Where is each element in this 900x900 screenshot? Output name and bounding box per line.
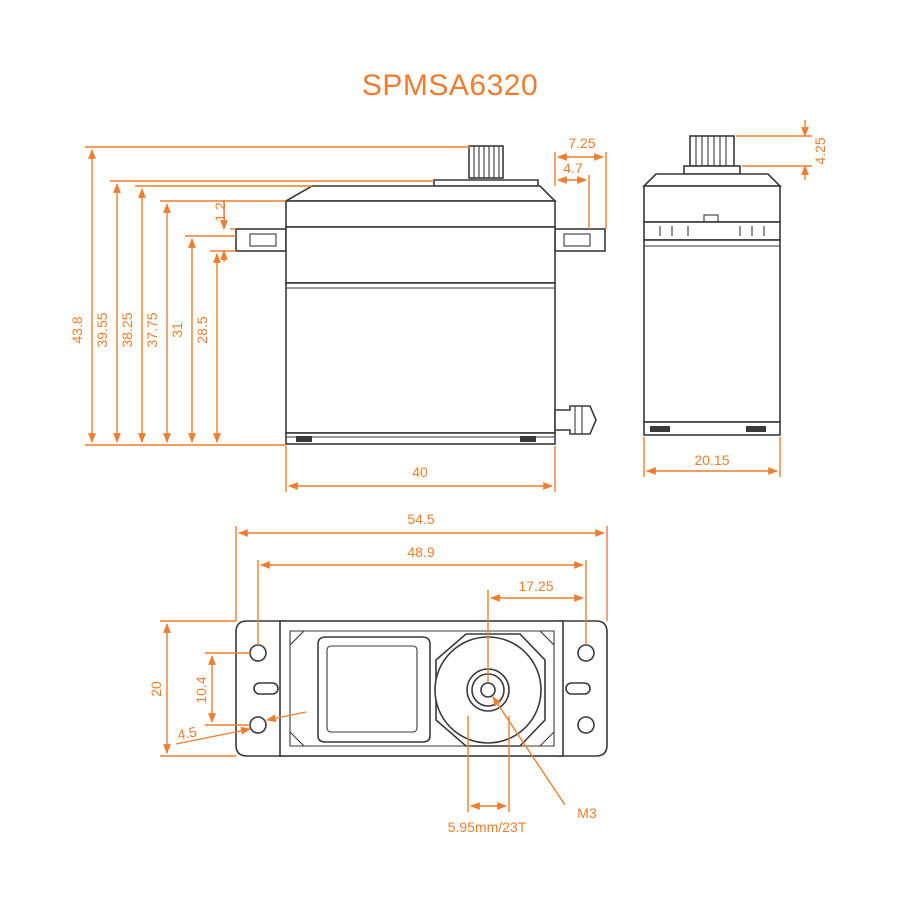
dim-screw-m3: M3: [577, 805, 597, 821]
dim-height-37-75: 37.75: [144, 312, 160, 347]
dim-end-width-20-15: 20.15: [694, 452, 729, 468]
model-title: SPMSA6320: [362, 69, 538, 102]
dim-height-39-55: 39.55: [94, 312, 110, 347]
dim-horn-offset-7-25: 7.25: [568, 135, 595, 151]
end-view-spline-height-dimension: 4.25: [736, 120, 828, 180]
top-view-length-dimensions: 54.5 48.9 17.25: [235, 511, 608, 682]
top-view-spline-callouts: 5.95mm/23T M3: [448, 696, 597, 835]
dim-hole-spacing-48-9: 48.9: [407, 544, 434, 560]
end-view-servo-outline: [642, 135, 782, 436]
dim-height-31: 31: [169, 322, 185, 338]
top-view-width-dimensions: 20 10.4 4.5: [148, 620, 307, 757]
dim-tab-thickness: 1.2: [212, 202, 228, 222]
dim-width-20: 20: [148, 681, 164, 697]
end-view: 20.15 4.25: [642, 120, 828, 477]
side-view-horn-offset-dimensions: 7.25 4.7: [554, 135, 607, 229]
top-view: 54.5 48.9 17.25 20 10.4 4.5: [148, 511, 608, 835]
output-spline-side: [468, 145, 504, 179]
dim-hole-diameter-4-5: 4.5: [176, 723, 198, 742]
side-view-width-dimension: 40: [285, 446, 556, 492]
side-view: 43.8 39.55 38.25 37.75 31 28.5 1.2 40 7.…: [69, 135, 607, 492]
dim-spline-height-4-25: 4.25: [812, 137, 828, 164]
side-view-height-dimensions: 43.8 39.55 38.25 37.75 31 28.5 1.2: [69, 146, 470, 446]
dim-width-40: 40: [412, 464, 428, 480]
dim-spline-5-95mm-23t: 5.95mm/23T: [448, 819, 527, 835]
dim-overall-height: 43.8: [69, 316, 85, 343]
dim-hole-spacing-10-4: 10.4: [193, 676, 209, 703]
dim-output-offset-17-25: 17.25: [518, 578, 553, 594]
side-view-servo-outline: [235, 145, 606, 445]
dim-horn-offset-4-7: 4.7: [563, 160, 583, 176]
dim-height-38-25: 38.25: [119, 312, 135, 347]
end-view-width-dimension: 20.15: [643, 437, 781, 477]
top-view-servo-outline: [235, 620, 608, 757]
dim-height-28-5: 28.5: [194, 316, 210, 343]
dim-overall-length-54-5: 54.5: [407, 511, 434, 527]
